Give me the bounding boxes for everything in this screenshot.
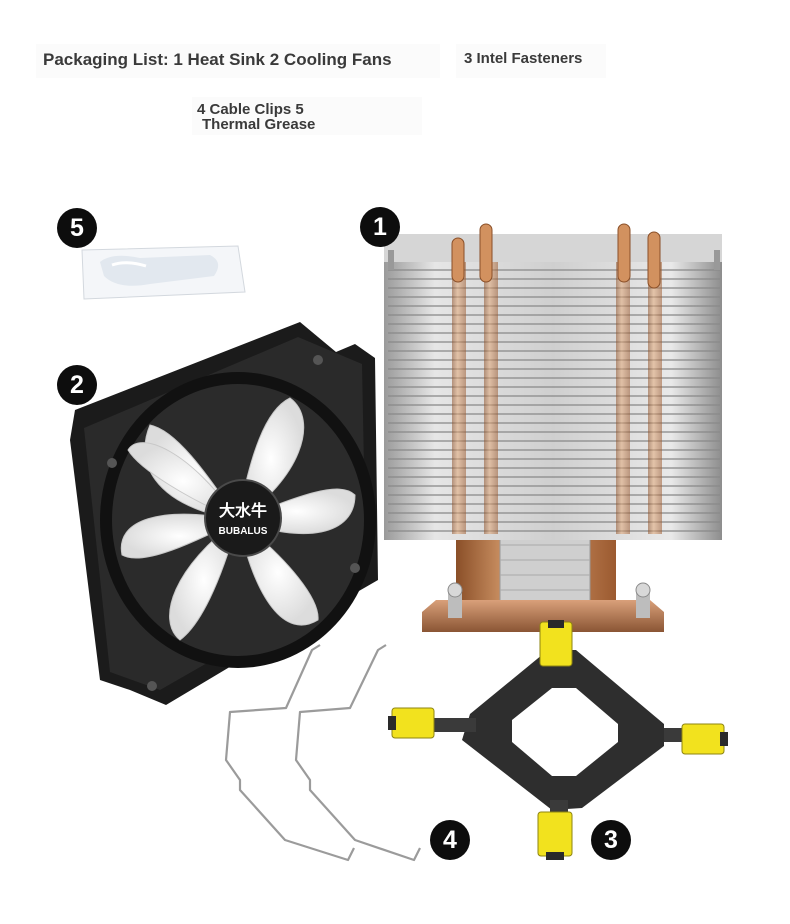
thermal-grease-packet [81,245,246,300]
clips-grease-caption: 4 Cable Clips 5 Thermal Grease [192,97,422,135]
badge-cable-clips: 4 [430,820,470,860]
badge-cooling-fan: 2 [57,365,97,405]
cable-clips [224,644,421,862]
clips-caption-line1: 4 Cable Clips 5 [197,101,304,118]
intel-fastener-bracket [388,620,728,860]
fasteners-caption: 3 Intel Fasteners [456,44,606,78]
fan-logo-brand: BUBALUS [219,526,268,537]
badge-heat-sink: 1 [360,207,400,247]
packaging-list-caption: Packaging List: 1 Heat Sink 2 Cooling Fa… [36,44,440,78]
badge-thermal-grease: 5 [57,208,97,248]
clips-caption-line2: Thermal Grease [202,116,316,133]
badge-intel-fastener: 3 [591,820,631,860]
fan-logo-chinese: 大水牛 [219,501,267,520]
heat-sink [384,223,722,632]
cooling-fan: 大水牛 BUBALUS [70,322,378,705]
